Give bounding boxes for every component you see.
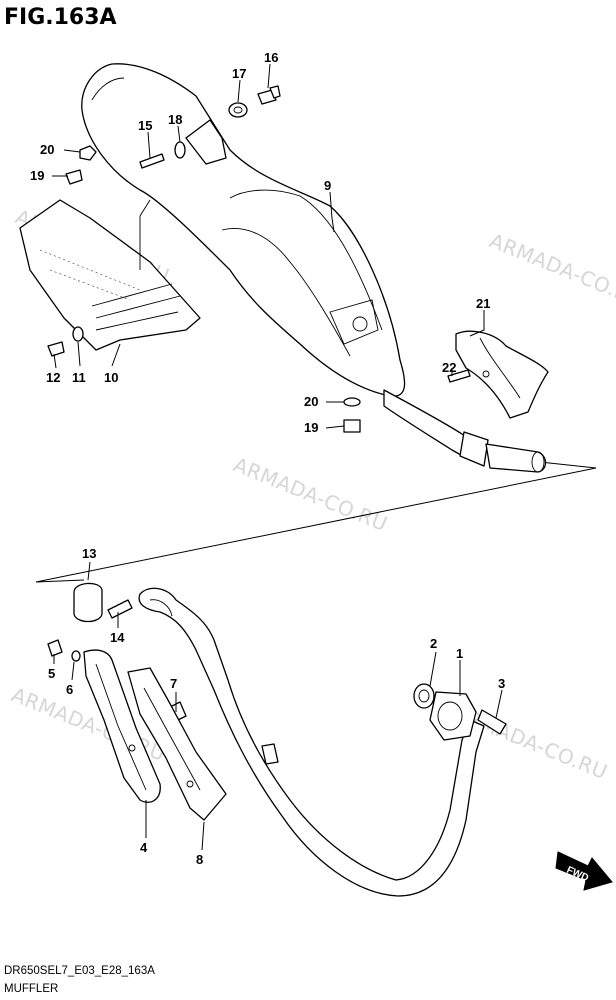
callout-12: 12 (46, 370, 60, 385)
callout-9: 9 (324, 178, 331, 193)
figure-title: FIG.163A (4, 5, 117, 30)
watermark-3: ARMADA-CO.RU (230, 452, 391, 536)
leader-lines (52, 63, 503, 851)
callout-numbers: 16 17 18 15 20 19 9 21 22 20 19 12 11 10… (30, 50, 505, 867)
figure-caption: MUFFLER (4, 983, 58, 995)
callout-6: 6 (66, 682, 73, 697)
callout-19-upper: 19 (30, 168, 44, 183)
callout-7: 7 (170, 676, 177, 691)
assembly-guide-lines (35, 461, 597, 583)
muffler-9 (81, 63, 547, 473)
watermark-2: ARMADA-CO.RU (486, 228, 616, 312)
callout-10: 10 (104, 370, 118, 385)
callout-20-lower: 20 (304, 394, 318, 409)
callout-8: 8 (196, 852, 203, 867)
callout-19-lower: 19 (304, 420, 318, 435)
callout-13: 13 (82, 546, 96, 561)
callout-21: 21 (476, 296, 490, 311)
callout-18: 18 (168, 112, 182, 127)
fasteners-lower (47, 639, 81, 662)
heat-shield-10 (19, 199, 201, 351)
callout-16: 16 (264, 50, 278, 65)
callout-5: 5 (48, 666, 55, 681)
callout-20-upper: 20 (40, 142, 54, 157)
figure-code: DR650SEL7_E03_E28_163A (4, 965, 155, 977)
callout-2: 2 (430, 636, 437, 651)
callout-4: 4 (140, 840, 148, 855)
callout-14: 14 (110, 630, 125, 645)
callout-1: 1 (456, 646, 463, 661)
heat-protector-8 (127, 667, 227, 821)
bracket-21 (455, 330, 549, 419)
callout-22: 22 (442, 360, 456, 375)
callout-17: 17 (232, 66, 246, 81)
callout-11: 11 (72, 370, 86, 385)
fasteners-upper (47, 85, 471, 433)
callout-3: 3 (498, 676, 505, 691)
heat-protector-4 (83, 649, 161, 803)
callout-15: 15 (138, 118, 152, 133)
fwd-arrow-icon: FWD (555, 851, 613, 891)
